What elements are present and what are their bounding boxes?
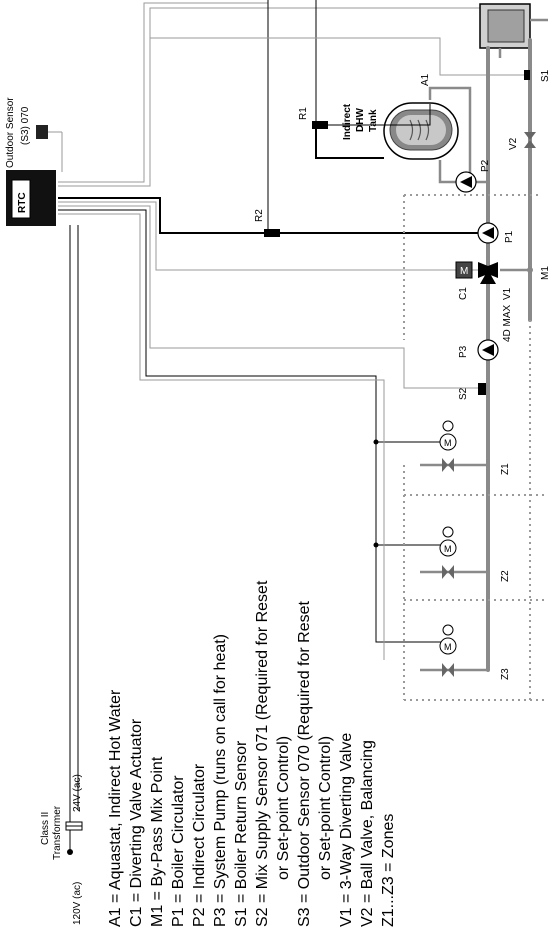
label-r1: R1 [298, 107, 309, 120]
label-p3: P3 [458, 345, 469, 358]
voltage-24-label: 24V (ac) [72, 774, 83, 812]
control-wiring [58, 0, 528, 660]
transformer-title: Class II [40, 812, 51, 845]
sensor-icon [478, 383, 486, 395]
zone-valve-icon [439, 433, 457, 451]
outdoor-sensor-icon [36, 125, 48, 139]
legend-item: or Set-point Control) [317, 736, 334, 880]
zone-valve-body [442, 663, 454, 677]
label-a1: A1 [420, 73, 431, 86]
label-p2: P2 [480, 159, 491, 172]
legend-item: A1 = Aquastat, Indirect Hot Water [107, 689, 124, 927]
legend-item: S3 = Outdoor Sensor 070 (Required for Re… [296, 600, 313, 927]
legend-item: V2 = Ball Valve, Balancing [359, 740, 376, 927]
svg-text:M: M [444, 438, 452, 448]
ball-valve-v2: V2 [508, 132, 536, 150]
label-v1: V1 [502, 287, 513, 300]
zone-valve-icon [439, 539, 457, 557]
label-r2: R2 [254, 209, 265, 222]
svg-text:M: M [444, 642, 452, 652]
pump-p3: P3 [458, 339, 499, 361]
legend-item: S2 = Mix Supply Sensor 071 (Required for… [254, 580, 271, 927]
transformer-subtitle: Transformer [52, 805, 63, 860]
legend-item: P1 = Boiler Circulator [170, 775, 187, 927]
label-z1: Z1 [500, 463, 511, 475]
legend-item: Z1...Z3 = Zones [380, 814, 397, 927]
diverting-valve-v1: M C1 V1 M1 4D MAX [455, 261, 551, 342]
outdoor-sensor-title: Outdoor Sensor [5, 97, 16, 168]
zone-z1: M Z1 [439, 420, 511, 475]
legend: A1 = Aquastat, Indirect Hot Water C1 = D… [107, 580, 397, 927]
legend-item: M1 = By-Pass Mix Point [149, 756, 166, 927]
outdoor-sensor: Outdoor Sensor (S3) 070 [5, 97, 63, 172]
actuator-c1 [455, 261, 473, 279]
relay-r2: R2 [254, 209, 280, 237]
sensor-icon [524, 70, 530, 80]
pump-p1: P1 [477, 222, 515, 244]
pump-p2: P2 [455, 159, 491, 193]
sensor-s2: S2 [458, 383, 486, 400]
tank-label: Indirect [342, 103, 353, 140]
relay-r2-body [264, 229, 280, 237]
legend-item: P3 = System Pump (runs on call for heat) [212, 634, 229, 927]
control-label: RTC [17, 192, 28, 213]
relay-r1 [312, 121, 328, 129]
label-s1: S1 [540, 69, 551, 82]
label-s2: S2 [458, 387, 469, 400]
zone-valve-icon [439, 637, 457, 655]
label-v2: V2 [508, 137, 519, 150]
dhw-tank: Indirect DHW Tank A1 R1 [298, 73, 459, 160]
p1-wire [58, 197, 480, 234]
sensor-s1: S1 [524, 69, 551, 82]
boiler [479, 3, 548, 58]
voltage-120-label: 120V (ac) [72, 882, 83, 925]
label-p1: P1 [504, 230, 515, 243]
legend-item: or Set-point Control) [275, 736, 292, 880]
label-c1: C1 [458, 287, 469, 300]
label-4d-max: 4D MAX [502, 304, 513, 342]
mix-point-m1 [527, 267, 533, 273]
transformer: 120V (ac) 24V (ac) Class II Transformer [40, 225, 83, 925]
tank-label: Tank [368, 109, 379, 132]
label-m1: M1 [540, 266, 551, 280]
zone-wire [58, 209, 445, 643]
svg-text:M: M [444, 544, 452, 554]
zone-z3: M Z3 [439, 624, 511, 680]
legend-item: P2 = Indirect Circulator [191, 763, 208, 927]
legend-item: S1 = Boiler Return Sensor [233, 740, 250, 927]
zone-valve-body [442, 458, 454, 472]
zone-z2: M Z2 [439, 526, 511, 582]
zone-valve-body [442, 565, 454, 579]
ball-valve-icon [524, 132, 536, 148]
label-z2: Z2 [500, 570, 511, 582]
terminal-dot [67, 849, 73, 855]
label-z3: Z3 [500, 668, 511, 680]
tank-label: DHW [355, 108, 366, 132]
svg-text:M: M [460, 266, 468, 277]
legend-item: C1 = Diverting Valve Actuator [128, 718, 145, 927]
outdoor-sensor-code: (S3) 070 [20, 106, 31, 145]
control-unit: RTC [6, 170, 56, 226]
legend-item: V1 = 3-Way Diverting Valve [338, 733, 355, 927]
